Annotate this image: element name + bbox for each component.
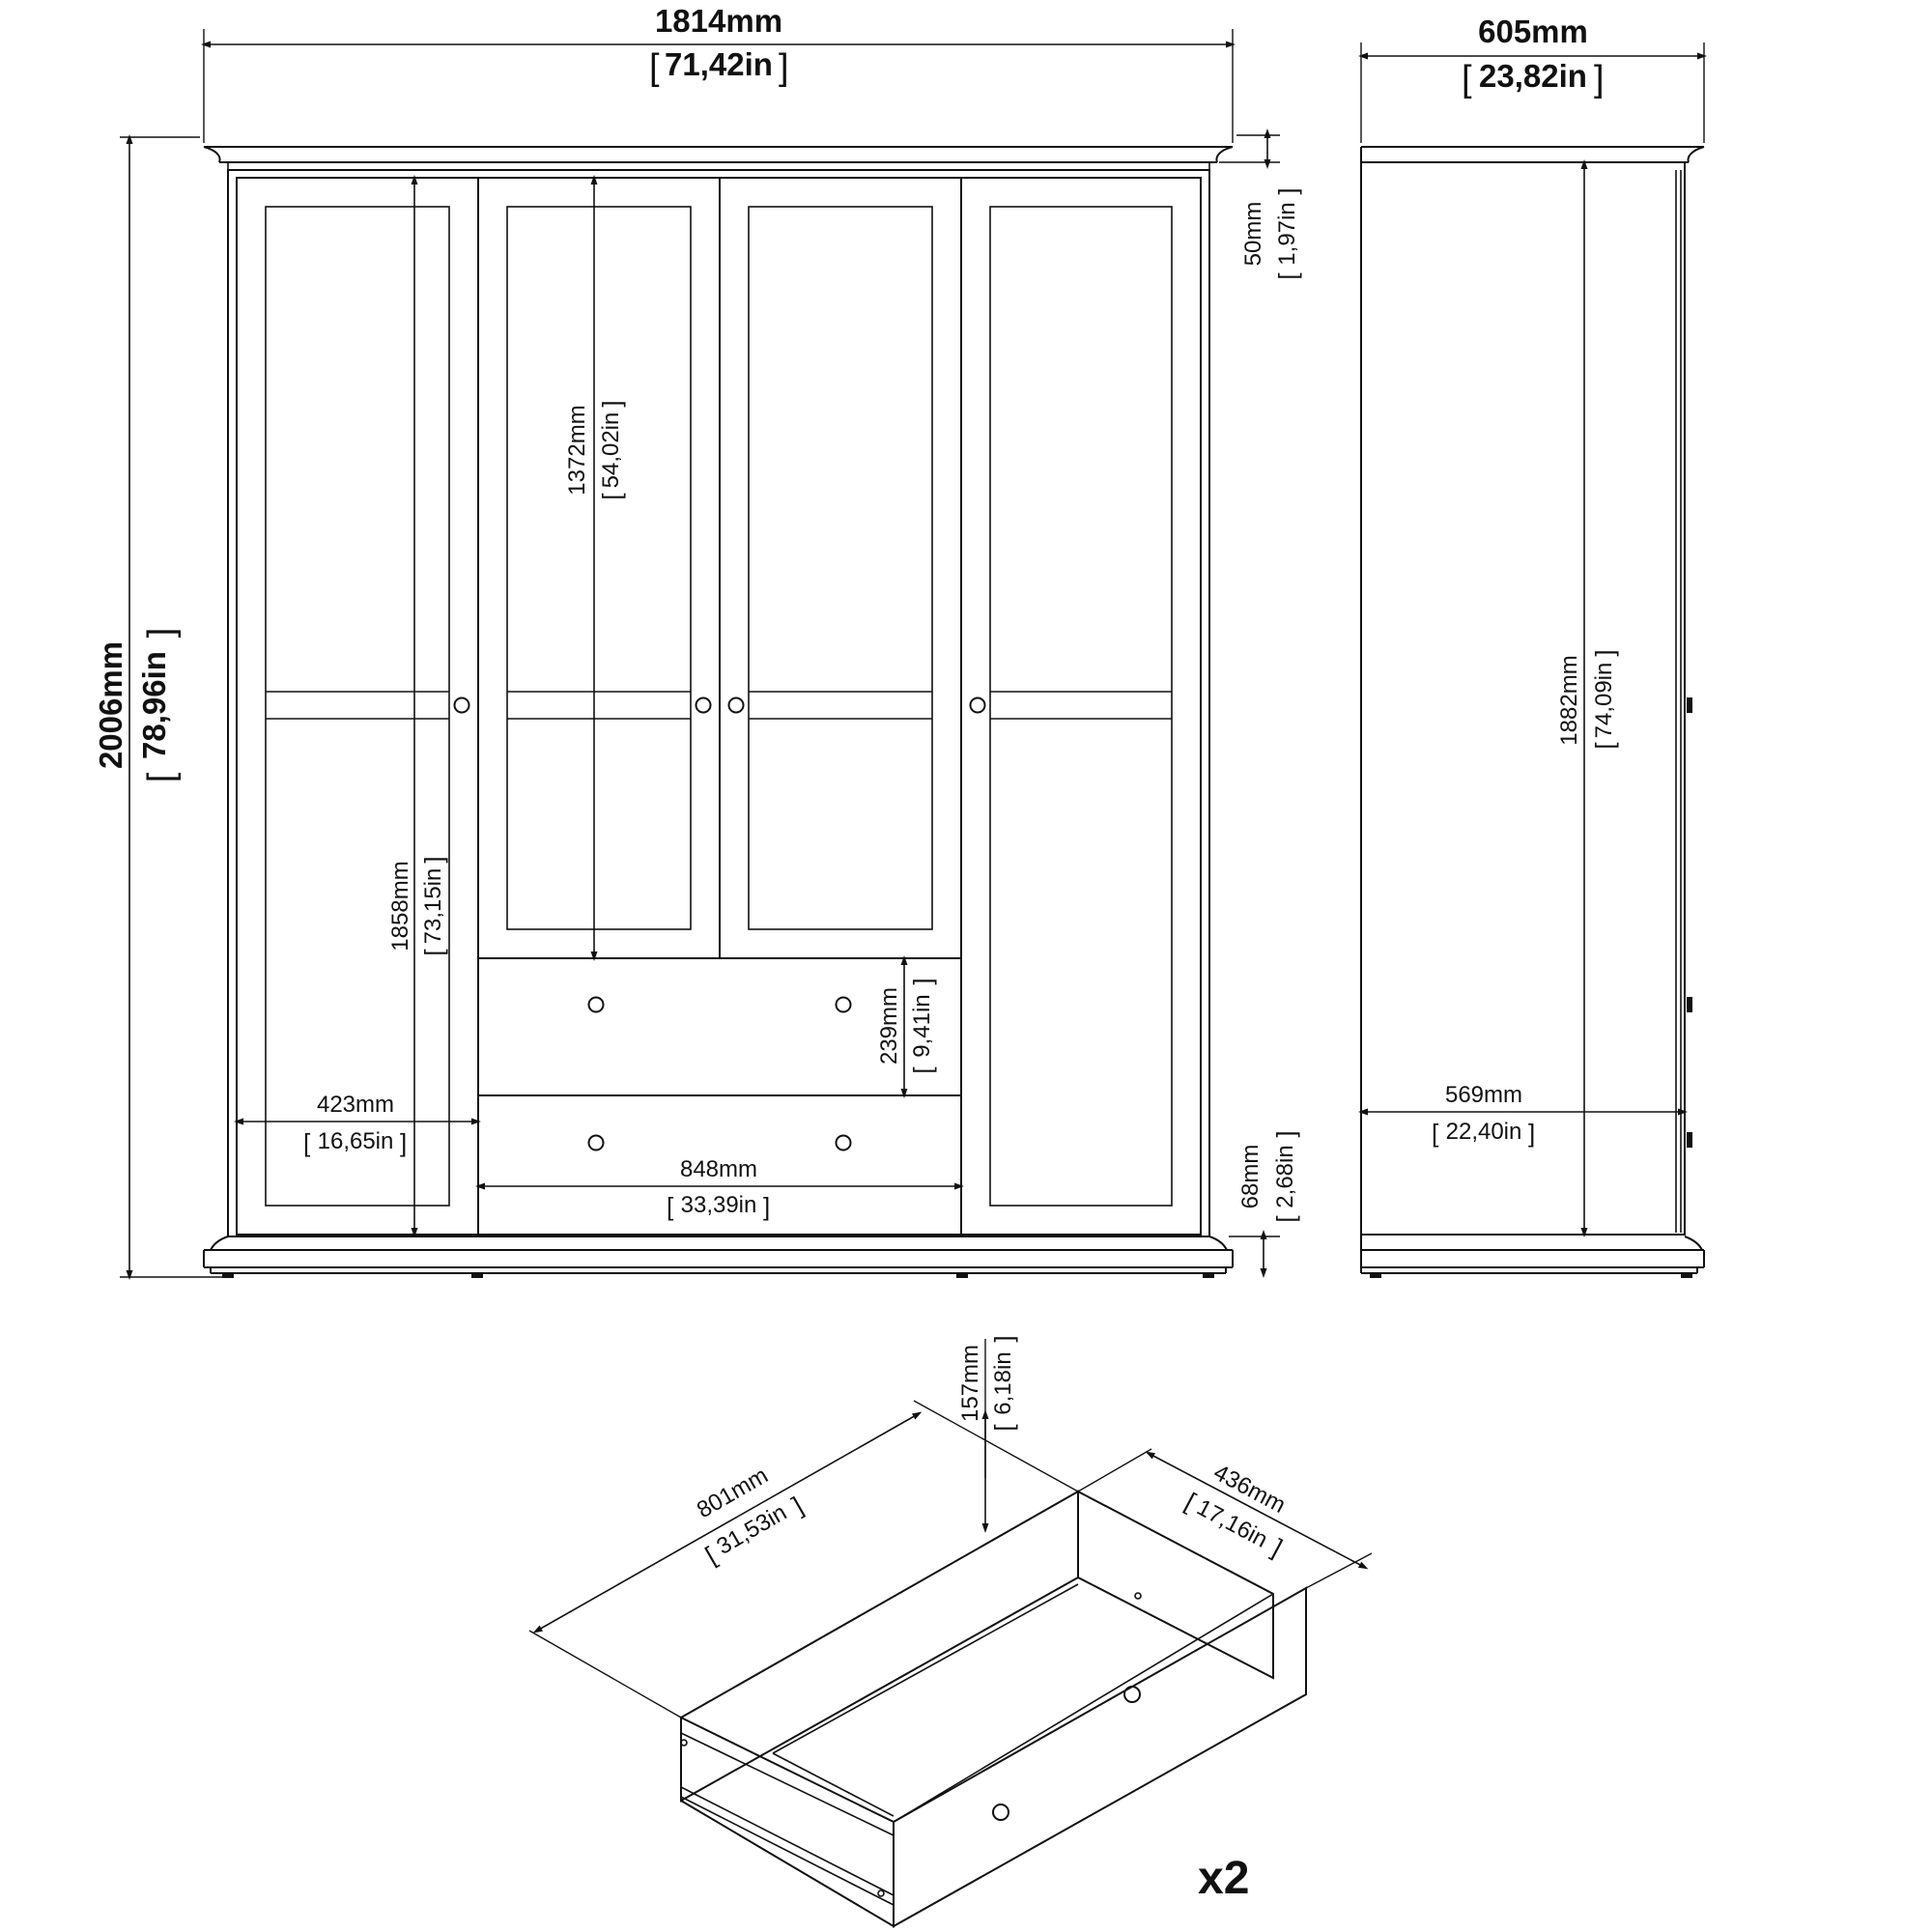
svg-text:[: [	[908, 1066, 937, 1074]
side-inner-height-in: 74,09in	[1591, 663, 1617, 739]
svg-text:[: [	[1432, 1119, 1439, 1148]
dimension-drawer-height: 239mm 9,41in [ ]	[876, 955, 937, 1098]
drawer-height-3d-mm: 157mm	[957, 1345, 983, 1422]
side-depth-mm: 605mm	[1478, 14, 1588, 49]
dimension-front-height: 2006mm 78,96in [ ]	[93, 134, 224, 1280]
front-drawers	[477, 957, 962, 1236]
svg-text:[: [	[419, 949, 448, 956]
shelf-height-in: 54,02in	[598, 412, 624, 489]
plinth-mm: 68mm	[1237, 1145, 1264, 1209]
drawer-knob	[835, 996, 852, 1013]
drawer-height-3d-in: 6,18in	[990, 1351, 1016, 1414]
drawer-knob	[587, 1134, 605, 1151]
svg-text:]: ]	[1590, 649, 1619, 656]
dimension-shelf-height: 1372mm 54,02in [ ]	[564, 175, 626, 961]
svg-text:[: [	[1273, 272, 1302, 280]
svg-text:[: [	[667, 1192, 674, 1221]
top-cornice-in: 1,97in	[1274, 202, 1300, 265]
dimension-side-inner-depth: 569mm 22,40in [ ]	[1358, 1082, 1688, 1148]
center-width-mm: 848mm	[680, 1156, 757, 1182]
front-height-mm: 2006mm	[93, 641, 128, 769]
front-width-in: 71,42in	[665, 46, 773, 82]
door-knob	[695, 696, 712, 714]
svg-text:[: [	[1462, 59, 1472, 99]
drawer-height-mm: 239mm	[876, 987, 902, 1065]
door-center-left	[477, 177, 721, 959]
dimension-drawer-height-3d: 157mm 6,18in [ ]	[957, 1335, 1018, 1533]
drawer-knob	[835, 1134, 852, 1151]
front-view: 1814mm [ ] 71,42in 2006mm 78,96in [ ] 50…	[93, 3, 1302, 1280]
drawer-bottom	[477, 1094, 962, 1236]
side-plinth	[1360, 1235, 1705, 1278]
dimension-side-inner-height: 1882mm 74,09in [ ]	[1556, 159, 1619, 1237]
top-cornice-mm: 50mm	[1240, 202, 1266, 267]
inner-height-mm: 1858mm	[387, 861, 413, 951]
side-depth-in: 23,82in	[1479, 58, 1587, 94]
front-height-in: 78,96in	[136, 651, 172, 759]
drawer-view: 801mm 31,53in [ ] 436mm 17,16in [ ] 157m…	[528, 1335, 1373, 1928]
svg-text:]: ]	[1273, 187, 1302, 194]
front-cornice	[203, 146, 1234, 171]
side-inner-depth-mm: 569mm	[1445, 1082, 1522, 1108]
dimension-side-section-width: 423mm 16,65in [ ]	[234, 1092, 481, 1157]
svg-text:]: ]	[1271, 1130, 1300, 1137]
drawer-knob	[587, 996, 605, 1013]
side-inner-depth-in: 22,40in	[1446, 1119, 1522, 1145]
svg-text:]: ]	[419, 856, 448, 863]
svg-text:]: ]	[1594, 59, 1605, 99]
drawer-front-knob	[1123, 1686, 1141, 1703]
dimension-drawer-length: 801mm 31,53in [ ]	[528, 1400, 1079, 1719]
shelf-height-mm: 1372mm	[564, 405, 590, 495]
svg-text:]: ]	[779, 47, 789, 88]
side-cabinet-body	[1360, 161, 1686, 1236]
svg-text:[: [	[597, 493, 626, 500]
door-knob	[727, 696, 745, 714]
front-width-mm: 1814mm	[655, 3, 782, 39]
dimension-plinth: 68mm 2,68in [ ]	[1229, 1130, 1300, 1278]
side-view: 605mm 23,82in [ ] 1882mm 74,09in [ ] 569…	[1358, 14, 1707, 1278]
side-width-mm: 423mm	[317, 1092, 394, 1118]
svg-text:[: [	[989, 1424, 1018, 1432]
svg-text:]: ]	[400, 1128, 407, 1157]
front-plinth	[203, 1236, 1234, 1278]
svg-text:]: ]	[787, 1491, 808, 1520]
side-width-in: 16,65in	[318, 1128, 394, 1154]
svg-text:]: ]	[908, 978, 937, 984]
side-cornice	[1360, 146, 1705, 163]
svg-text:[: [	[141, 772, 182, 782]
dimension-top-cornice: 50mm 1,97in [ ]	[1219, 128, 1302, 280]
svg-text:]: ]	[763, 1192, 770, 1221]
door-right-outer	[960, 177, 1202, 1236]
svg-text:[: [	[1271, 1215, 1300, 1223]
drawer-height-in: 9,41in	[909, 994, 935, 1057]
svg-text:]: ]	[1267, 1533, 1287, 1562]
center-width-in: 33,39in	[681, 1192, 757, 1218]
svg-text:]: ]	[597, 400, 626, 407]
dimension-center-width: 848mm 33,39in [ ]	[475, 1156, 964, 1221]
dimension-front-width: 1814mm [ ] 71,42in	[201, 3, 1236, 143]
inner-height-in: 73,15in	[420, 868, 446, 945]
door-center-right	[719, 177, 962, 959]
door-knob	[969, 696, 986, 714]
front-cabinet-body	[227, 169, 1210, 1237]
dimension-inner-height: 1858mm 73,15in [ ]	[387, 175, 448, 1237]
side-inner-height-mm: 1882mm	[1556, 655, 1582, 745]
svg-text:]: ]	[1528, 1119, 1535, 1148]
svg-text:[: [	[649, 47, 660, 88]
door-left-outer	[236, 177, 479, 1236]
drawer-quantity: x2	[1198, 1853, 1249, 1904]
svg-text:[: [	[303, 1128, 311, 1157]
dimension-side-depth: 605mm 23,82in [ ]	[1358, 14, 1707, 143]
side-knobs	[1687, 697, 1692, 1148]
dimension-drawer-depth: 436mm 17,16in [ ]	[1077, 1448, 1373, 1589]
drawer-front-knob	[992, 1804, 1009, 1821]
plinth-in: 2,68in	[1272, 1145, 1298, 1208]
door-knob	[453, 696, 470, 714]
svg-text:]: ]	[141, 628, 182, 639]
svg-text:]: ]	[989, 1335, 1018, 1342]
svg-text:[: [	[1590, 742, 1619, 750]
